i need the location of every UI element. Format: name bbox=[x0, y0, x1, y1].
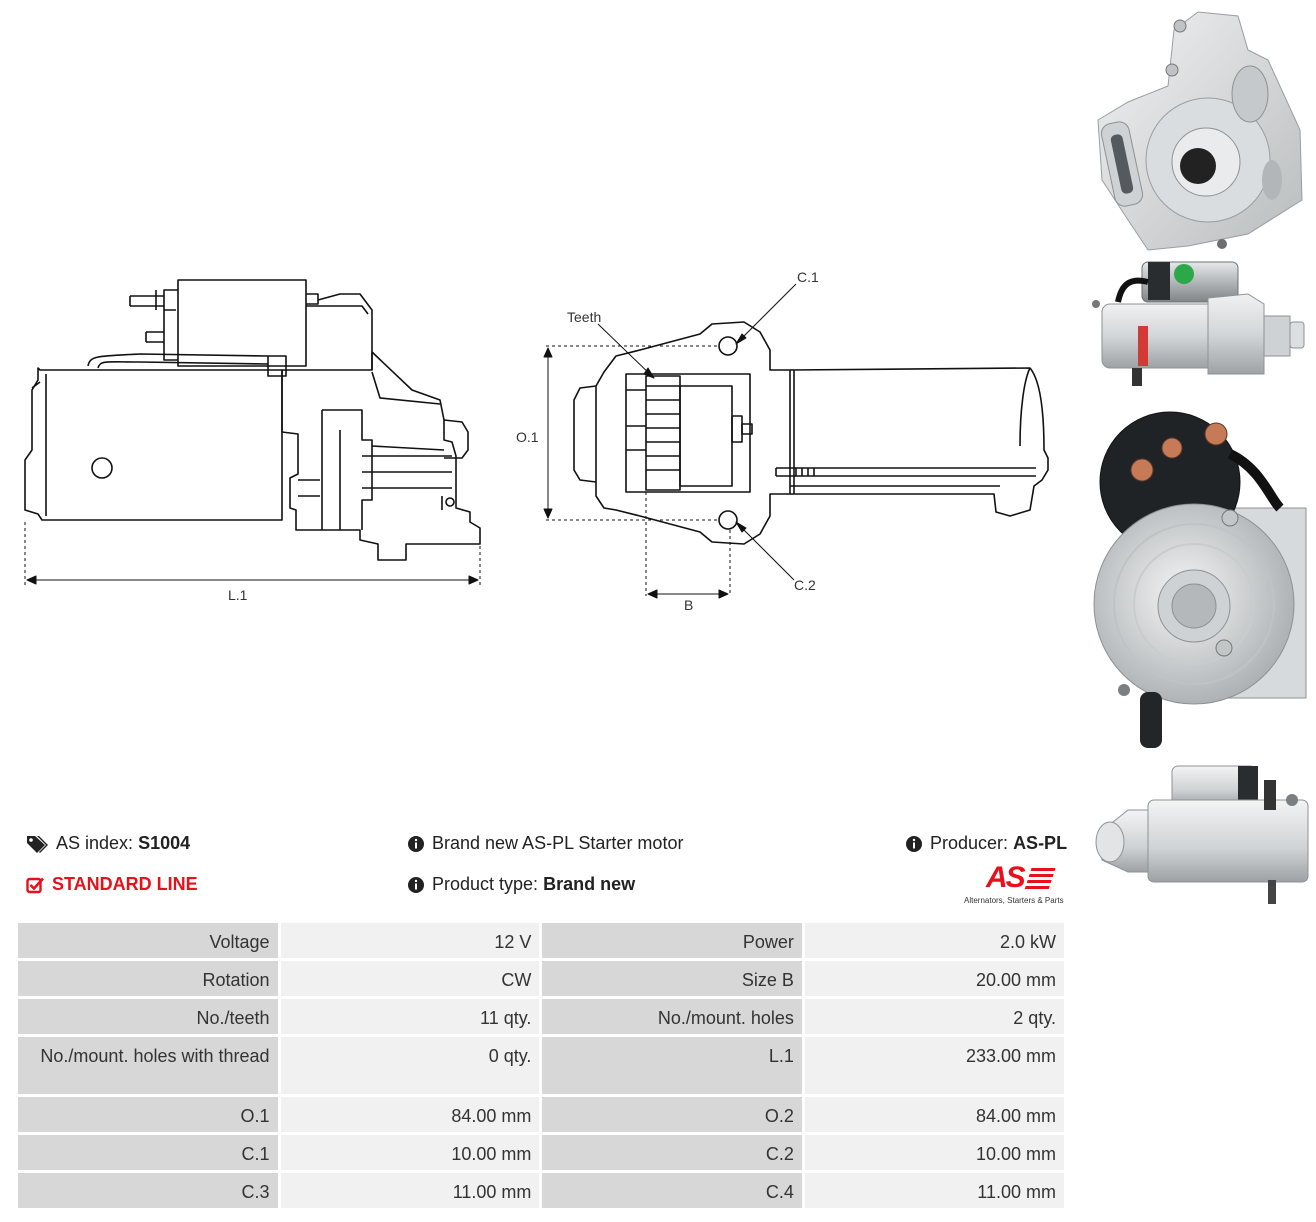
spec-value: 84.00 mm bbox=[801, 1094, 1068, 1135]
info-icon bbox=[408, 876, 424, 893]
check-square-icon bbox=[26, 877, 44, 893]
spec-label: No./mount. holes with thread bbox=[15, 1034, 281, 1097]
spec-value: 12 V bbox=[277, 920, 543, 961]
spec-label: Rotation bbox=[15, 958, 281, 999]
technical-drawing: L.1 Teeth O.1 C.1 C.2 B bbox=[24, 269, 1049, 613]
spec-label: No./teeth bbox=[15, 996, 281, 1037]
product-type-row: Product type: Brand new bbox=[408, 874, 635, 895]
logo-mark: AS bbox=[986, 861, 1026, 894]
logo-stripes bbox=[1024, 868, 1056, 890]
as-index-row: AS index: S1004 bbox=[26, 833, 190, 854]
spec-value: CW bbox=[277, 958, 543, 999]
spec-value: 2.0 kW bbox=[801, 920, 1068, 961]
label-c2: C.2 bbox=[794, 577, 816, 593]
producer-row: Producer: AS-PL bbox=[906, 833, 1067, 854]
description-text: Brand new AS-PL Starter motor bbox=[432, 833, 684, 853]
spec-value: 11.00 mm bbox=[277, 1170, 543, 1211]
spec-value: 0 qty. bbox=[277, 1034, 543, 1097]
photo-side-view bbox=[1092, 261, 1305, 386]
info-icon bbox=[906, 835, 922, 852]
spec-label: C.2 bbox=[539, 1132, 805, 1173]
spec-label: O.2 bbox=[539, 1094, 805, 1135]
spec-label: C.1 bbox=[15, 1132, 281, 1173]
logo-tagline: Alternators, Starters & Parts bbox=[964, 896, 1064, 905]
spec-value: 20.00 mm bbox=[801, 958, 1068, 999]
spec-label: O.1 bbox=[15, 1094, 281, 1135]
spec-label: L.1 bbox=[539, 1034, 805, 1097]
producer-value: AS-PL bbox=[1013, 833, 1068, 853]
spec-value: 11 qty. bbox=[277, 996, 543, 1037]
spec-value: 10.00 mm bbox=[277, 1132, 543, 1173]
spec-value: 11.00 mm bbox=[801, 1170, 1068, 1211]
photo-end-view bbox=[1097, 11, 1303, 251]
producer-label: Producer: bbox=[930, 833, 1009, 853]
line-label: STANDARD LINE bbox=[52, 874, 198, 894]
spec-label: Voltage bbox=[15, 920, 281, 961]
side-view-drawing bbox=[24, 279, 481, 586]
as-pl-logo: AS Alternators, Starters & Parts bbox=[964, 862, 1068, 908]
product-type-label: Product type: bbox=[432, 874, 539, 894]
spec-value: 233.00 mm bbox=[801, 1034, 1068, 1097]
photo-side-view-2 bbox=[1095, 765, 1309, 904]
tags-icon bbox=[27, 835, 48, 853]
description-row: Brand new AS-PL Starter motor bbox=[408, 833, 683, 854]
info-icon bbox=[408, 835, 424, 852]
flange-view-drawing bbox=[543, 283, 1049, 599]
product-type-value: Brand new bbox=[543, 874, 636, 894]
spec-value: 2 qty. bbox=[801, 996, 1068, 1037]
spec-label: Power bbox=[539, 920, 805, 961]
label-l1: L.1 bbox=[228, 587, 248, 603]
spec-label: C.3 bbox=[15, 1170, 281, 1211]
label-teeth: Teeth bbox=[567, 309, 601, 325]
label-b: B bbox=[684, 597, 693, 613]
line-badge: STANDARD LINE bbox=[26, 874, 198, 895]
label-c1: C.1 bbox=[797, 269, 819, 285]
as-index-value: S1004 bbox=[138, 833, 191, 853]
spec-label: C.4 bbox=[539, 1170, 805, 1211]
spec-label: Size B bbox=[539, 958, 805, 999]
spec-value: 10.00 mm bbox=[801, 1132, 1068, 1173]
photo-front-view bbox=[1093, 411, 1307, 748]
spec-value: 84.00 mm bbox=[277, 1094, 543, 1135]
label-o1: O.1 bbox=[516, 429, 539, 445]
spec-label: No./mount. holes bbox=[539, 996, 805, 1037]
as-index-label: AS index: bbox=[56, 833, 134, 853]
